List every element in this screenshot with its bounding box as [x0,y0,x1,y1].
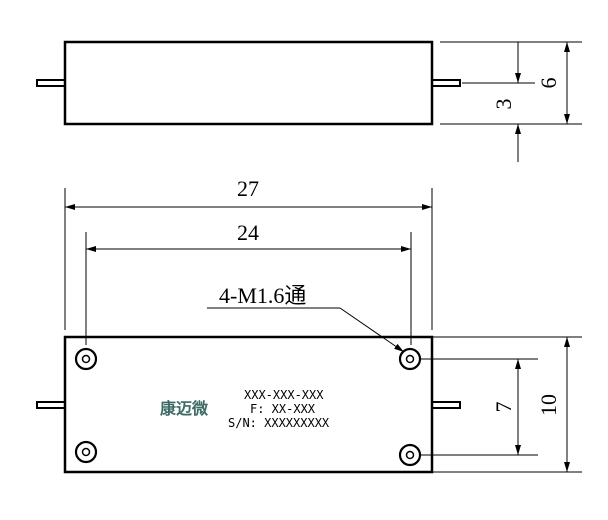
mounting-hole-top-left [74,347,98,371]
callout-leader [339,307,405,353]
bottom-view: 27 24 4-M1.6通 康迈微 XXX-XXX-XXX F: XX-XXX … [36,176,582,474]
bottom-right-pin [431,401,461,409]
label-frequency: F: XX-XXX [250,402,316,416]
dim-hole-vertical-label: 7 [491,402,516,413]
brand-logo: 康迈微 [160,399,209,418]
dim-total-length-label: 27 [237,176,259,201]
dim-height-label: 10 [536,394,561,416]
hole-callout-label: 4-M1.6通 [219,283,306,308]
mounting-hole-bottom-right [398,443,422,467]
dim-offset-label: 3 [491,99,516,110]
mounting-hole-top-right [398,347,422,371]
mounting-hole-bottom-left [74,440,98,464]
dim-width-label: 6 [536,78,561,89]
top-left-pin [36,79,66,87]
bottom-view-body [63,335,434,474]
bottom-left-pin [36,401,66,409]
label-part-number: XXX-XXX-XXX [244,388,324,402]
top-view: 6 3 [36,40,582,162]
dim-hole-spacing-label: 24 [237,220,259,245]
top-view-body [63,40,434,126]
label-serial-number: S/N: XXXXXXXXX [228,416,330,430]
top-right-pin [431,79,461,87]
